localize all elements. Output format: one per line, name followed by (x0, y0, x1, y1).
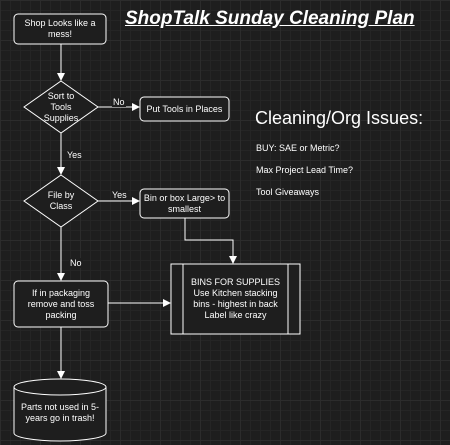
packaging-label: If in packaging remove and toss packing (27, 287, 95, 320)
bins-supplies-label: BINS FOR SUPPLIES Use Kitchen stacking b… (183, 270, 288, 328)
bins-supplies-line3: bins - highest in back (193, 299, 278, 309)
bin-box-label: Bin or box Large> to smallest (143, 192, 226, 214)
start-box (13, 13, 107, 45)
put-tools-box (139, 96, 230, 122)
put-tools-label: Put Tools in Places (146, 103, 223, 114)
edge-label-file-yes: Yes (111, 190, 128, 200)
issue-item: BUY: SAE or Metric? (256, 143, 340, 153)
start-label: Shop Looks like a mess! (24, 18, 96, 39)
bins-supplies-process (170, 263, 301, 335)
sort-decision-label: Sort to Tools Supplies (43, 90, 79, 123)
parts-trash-cylinder (13, 378, 107, 442)
issue-item: Tool Giveaways (256, 187, 320, 197)
bins-supplies-line2: Use Kitchen stacking (193, 288, 278, 298)
file-decision-label: File by Class (47, 190, 75, 211)
diagram-title: ShopTalk Sunday Cleaning Plan (125, 8, 415, 29)
issues-heading: Cleaning/Org Issues: (255, 108, 424, 128)
edge-label-sort-yes: Yes (66, 150, 83, 160)
edge-bin-box-to-bins (184, 218, 237, 264)
issue-item: Max Project Lead Time? (256, 165, 354, 175)
edge-label-file-no: No (69, 258, 83, 268)
bins-supplies-line4: Label like crazy (204, 310, 267, 320)
edge-label-sort-no: No (112, 97, 126, 107)
parts-trash-label: Parts not used in 5-years go in trash! (20, 402, 100, 423)
bins-supplies-line1: BINS FOR SUPPLIES (190, 277, 281, 287)
